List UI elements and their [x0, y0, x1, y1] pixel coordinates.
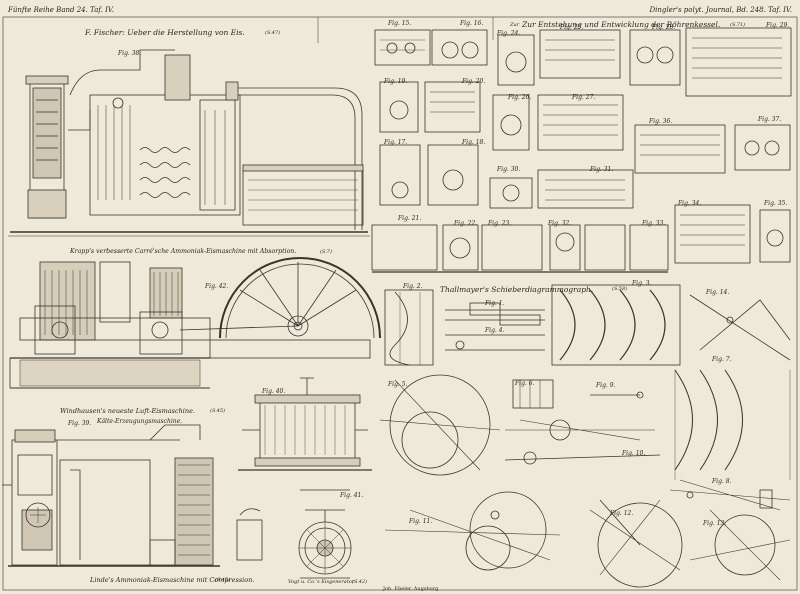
fig39-drawing: [2, 424, 263, 567]
fig-label: Fig. 11.: [409, 518, 433, 525]
fig-label: Fig. 21.: [398, 215, 422, 222]
header-right: Dingler's polyt. Journal, Bd. 248. Taf. …: [649, 6, 792, 14]
fig-label: Fig. 17.: [384, 139, 408, 146]
fig-label: Fig. 40.: [262, 388, 286, 395]
fig40-drawing: [238, 377, 372, 471]
fig-label: Fig. 24.: [497, 30, 521, 37]
fig-label: Fig. 12.: [610, 510, 634, 517]
fig-label: Fig. 19.: [384, 78, 408, 85]
fig-label: Fig. 5.: [388, 381, 408, 388]
fig-label: Fig. 33.: [642, 220, 666, 227]
boiler-drawings: [371, 27, 792, 273]
fig-label: Fig. 13.: [703, 520, 727, 527]
section-thallmayer-title: Thallmayer's Schieberdiagrammograph.: [440, 285, 594, 294]
thallmayer-drawings: [379, 284, 791, 588]
fig-label: Fig. 37.: [758, 116, 782, 123]
section-linde-ref: (S.45): [215, 577, 231, 583]
section-krapp-ref: (S.7): [320, 249, 332, 255]
fig-label: Fig. 14.: [706, 289, 730, 296]
section-thallmayer-ref: (S.58): [612, 286, 628, 292]
section-linde-title: Linde's Ammoniak-Eismaschine mit Compres…: [90, 576, 255, 584]
fig-label: Fig. 23.: [488, 220, 512, 227]
fig-label: Fig. 1.: [485, 300, 505, 307]
fig38-drawing: [8, 49, 370, 237]
fig-label: Fig. 26.: [508, 94, 532, 101]
fig-label: Fig. 8.: [712, 478, 732, 485]
fig-label: Fig. 16.: [460, 20, 484, 27]
fig-label: Fig. 3.: [632, 280, 652, 287]
fig-label: Fig. 6.: [515, 380, 535, 387]
section-windhausen-title: Windhausen's neueste Luft-Eismaschine.: [60, 407, 195, 415]
section-roehren-ref: (S.71): [730, 22, 746, 28]
fig-label: Fig. 27.: [572, 94, 596, 101]
fig41-drawing: [298, 489, 352, 579]
section-roehren-title: Zur Entstehung und Entwicklung der Röhre…: [522, 20, 721, 29]
fig-label: Fig. 15.: [388, 20, 412, 27]
section-kalte-title: Kälte-Erzeugungsmaschine.: [97, 418, 183, 425]
section-windhausen-ref: (S.45): [210, 408, 226, 414]
fig-label: Fig. 38.: [118, 50, 142, 57]
fig-label: Fig. 20.: [462, 78, 486, 85]
fig-label: Fig. 32.: [548, 220, 572, 227]
section-eis-title: F. Fischer: Ueber die Herstellung von Ei…: [85, 28, 245, 37]
fig-label: Fig. 29.: [766, 22, 790, 29]
fig-label: Fig. 9.: [596, 382, 616, 389]
fig-label: Fig. 30.: [497, 166, 521, 173]
fig-label: Fig. 35.: [764, 200, 788, 207]
fig-label: Fig. 34.: [678, 200, 702, 207]
fig-label: Fig. 22.: [454, 220, 478, 227]
plate-border: [2, 16, 798, 591]
fig-label: Fig. 31.: [590, 166, 614, 173]
fig-label: Fig. 10.: [622, 450, 646, 457]
section-eis-ref: (S.47): [265, 30, 281, 36]
section-krapp-title: Krapp's verbesserte Carré'sche Ammoniak-…: [70, 248, 297, 255]
fig-label: Fig. 28.: [652, 24, 676, 31]
fig-label: Fig. 7.: [712, 356, 732, 363]
fig-label: Fig. 42.: [205, 283, 229, 290]
fig42-drawing: [9, 257, 381, 389]
fig-label: Fig. 2.: [403, 283, 423, 290]
fig-label: Fig. 25.: [560, 24, 584, 31]
section-roehren-abbr: Zur: [510, 22, 520, 28]
fig-label: Fig. 39.: [68, 420, 92, 427]
section-vogt-ref: (S.42): [352, 579, 368, 585]
header-left: Fünfte Reihe Band 24. Taf. IV.: [8, 6, 114, 14]
fig-label: Fig. 18.: [462, 139, 486, 146]
fig-label: Fig. 36.: [649, 118, 673, 125]
section-vogt-title: Vogt u. Co.'s Eisgenerator: [288, 579, 355, 585]
footer-engraver: Joh. Ebeler, Augsburg: [383, 586, 439, 592]
fig-label: Fig. 4.: [485, 327, 505, 334]
fig-label: Fig. 41.: [340, 492, 364, 499]
